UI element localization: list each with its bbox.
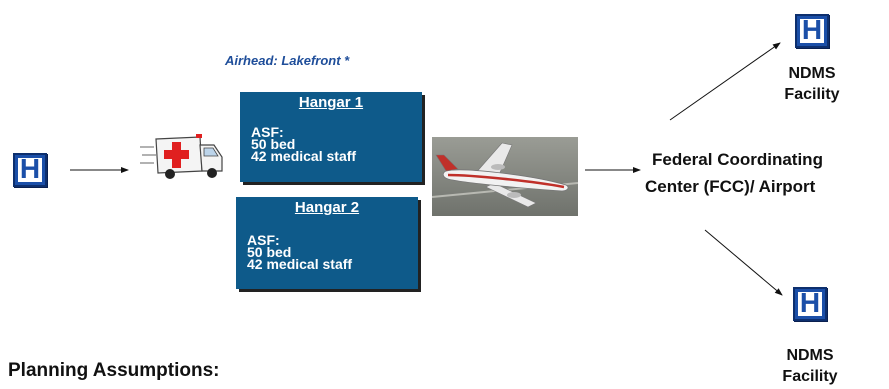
ndms-top-hospital-icon: H [795,14,829,48]
ambulance-icon [140,134,223,179]
arrow-fcc-to-ndms-top [669,42,781,121]
airhead-label: Airhead: Lakefront * [225,53,350,68]
ndms-top-line1: NDMS [788,65,836,82]
ndms-bottom-line2: Facility [782,368,838,385]
ndms-bottom-label: NDMS Facility [772,345,848,387]
hangar-1-staff: 42 medical staff [251,148,357,164]
fcc-label-line1: Federal Coordinating [652,150,823,169]
hangar-1-title: Hangar 1 [298,94,364,111]
hangar-2-box: Hangar 2 ASF: 50 bed 42 medical staff [236,197,418,289]
airplane-icon [432,137,578,216]
hangar-1-beds: 50 bed [251,136,296,152]
fcc-label-line2: Center (FCC)/ Airport [645,177,816,196]
hangar-1-box: Hangar 1 ASF: 50 bed 42 medical staff [240,92,422,182]
hangar-2-asf: ASF: [247,232,280,248]
ndms-bottom-line1: NDMS [786,347,834,364]
hangar-2-title: Hangar 2 [294,199,360,216]
ndms-bottom-hospital-icon: H [793,287,827,321]
arrow-fcc-to-ndms-bottom [704,229,783,296]
hangar-1-asf: ASF: [251,124,284,140]
hangar-2-beds: 50 bed [247,244,292,260]
hangar-2-staff: 42 medical staff [247,256,353,272]
planning-assumptions-heading: Planning Assumptions: [8,360,220,381]
ndms-top-label: NDMS Facility [774,63,850,105]
source-hospital-icon: H [13,153,47,187]
ndms-top-line2: Facility [784,86,840,103]
